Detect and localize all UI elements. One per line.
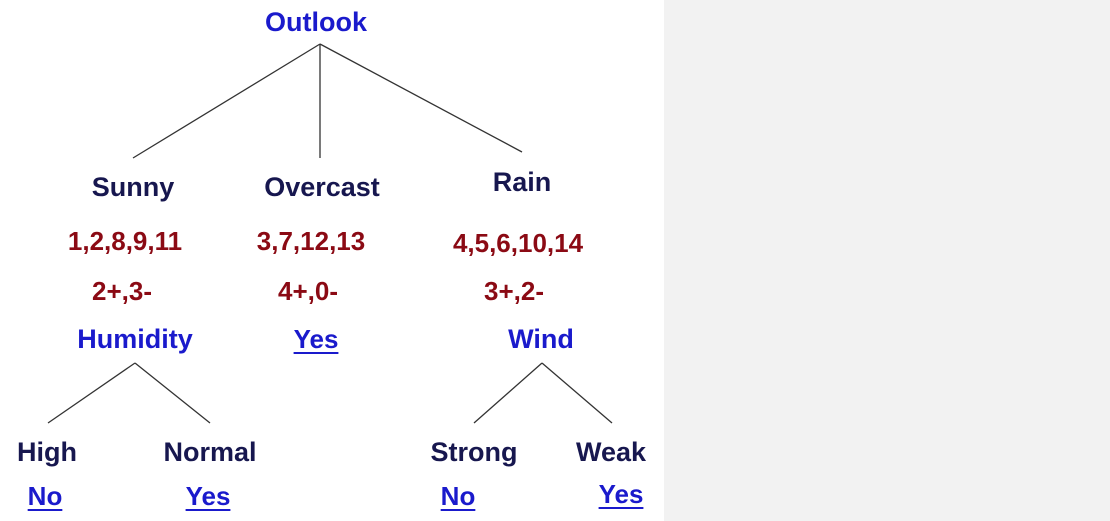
edge-humidity-high [47,362,136,424]
tree-edges [47,43,613,424]
examples-overcast: 3,7,12,13 [256,226,366,256]
edge-outlook-sunny [132,43,321,159]
root-attribute-outlook: Outlook [265,7,367,37]
examples-sunny: 1,2,8,9,11 [67,226,183,256]
branch-value-sunny: Sunny [91,172,175,202]
branch-value-overcast: Overcast [264,172,380,202]
branch-value-weak: Weak [575,437,647,467]
leaf-overcast-yes[interactable]: Yes [293,324,339,354]
attribute-humidity: Humidity [77,324,193,354]
counts-rain: 3+,2- [484,276,544,306]
branch-value-high: High [17,437,77,467]
branch-value-normal: Normal [163,437,257,467]
leaf-weak-yes[interactable]: Yes [598,479,644,509]
edge-humidity-normal [134,362,211,424]
branch-value-rain: Rain [492,167,552,197]
attribute-wind: Wind [508,324,574,354]
leaf-high-no[interactable]: No [27,481,63,511]
counts-sunny: 2+,3- [92,276,152,306]
counts-overcast: 4+,0- [278,276,338,306]
edge-outlook-rain [319,43,523,153]
leaf-normal-yes[interactable]: Yes [185,481,231,511]
leaf-strong-no[interactable]: No [440,481,476,511]
branch-value-strong: Strong [430,437,518,467]
examples-rain: 4,5,6,10,14 [452,228,584,258]
edge-wind-strong [473,362,543,424]
blank-right-panel [664,0,1110,521]
edge-wind-weak [541,362,613,424]
